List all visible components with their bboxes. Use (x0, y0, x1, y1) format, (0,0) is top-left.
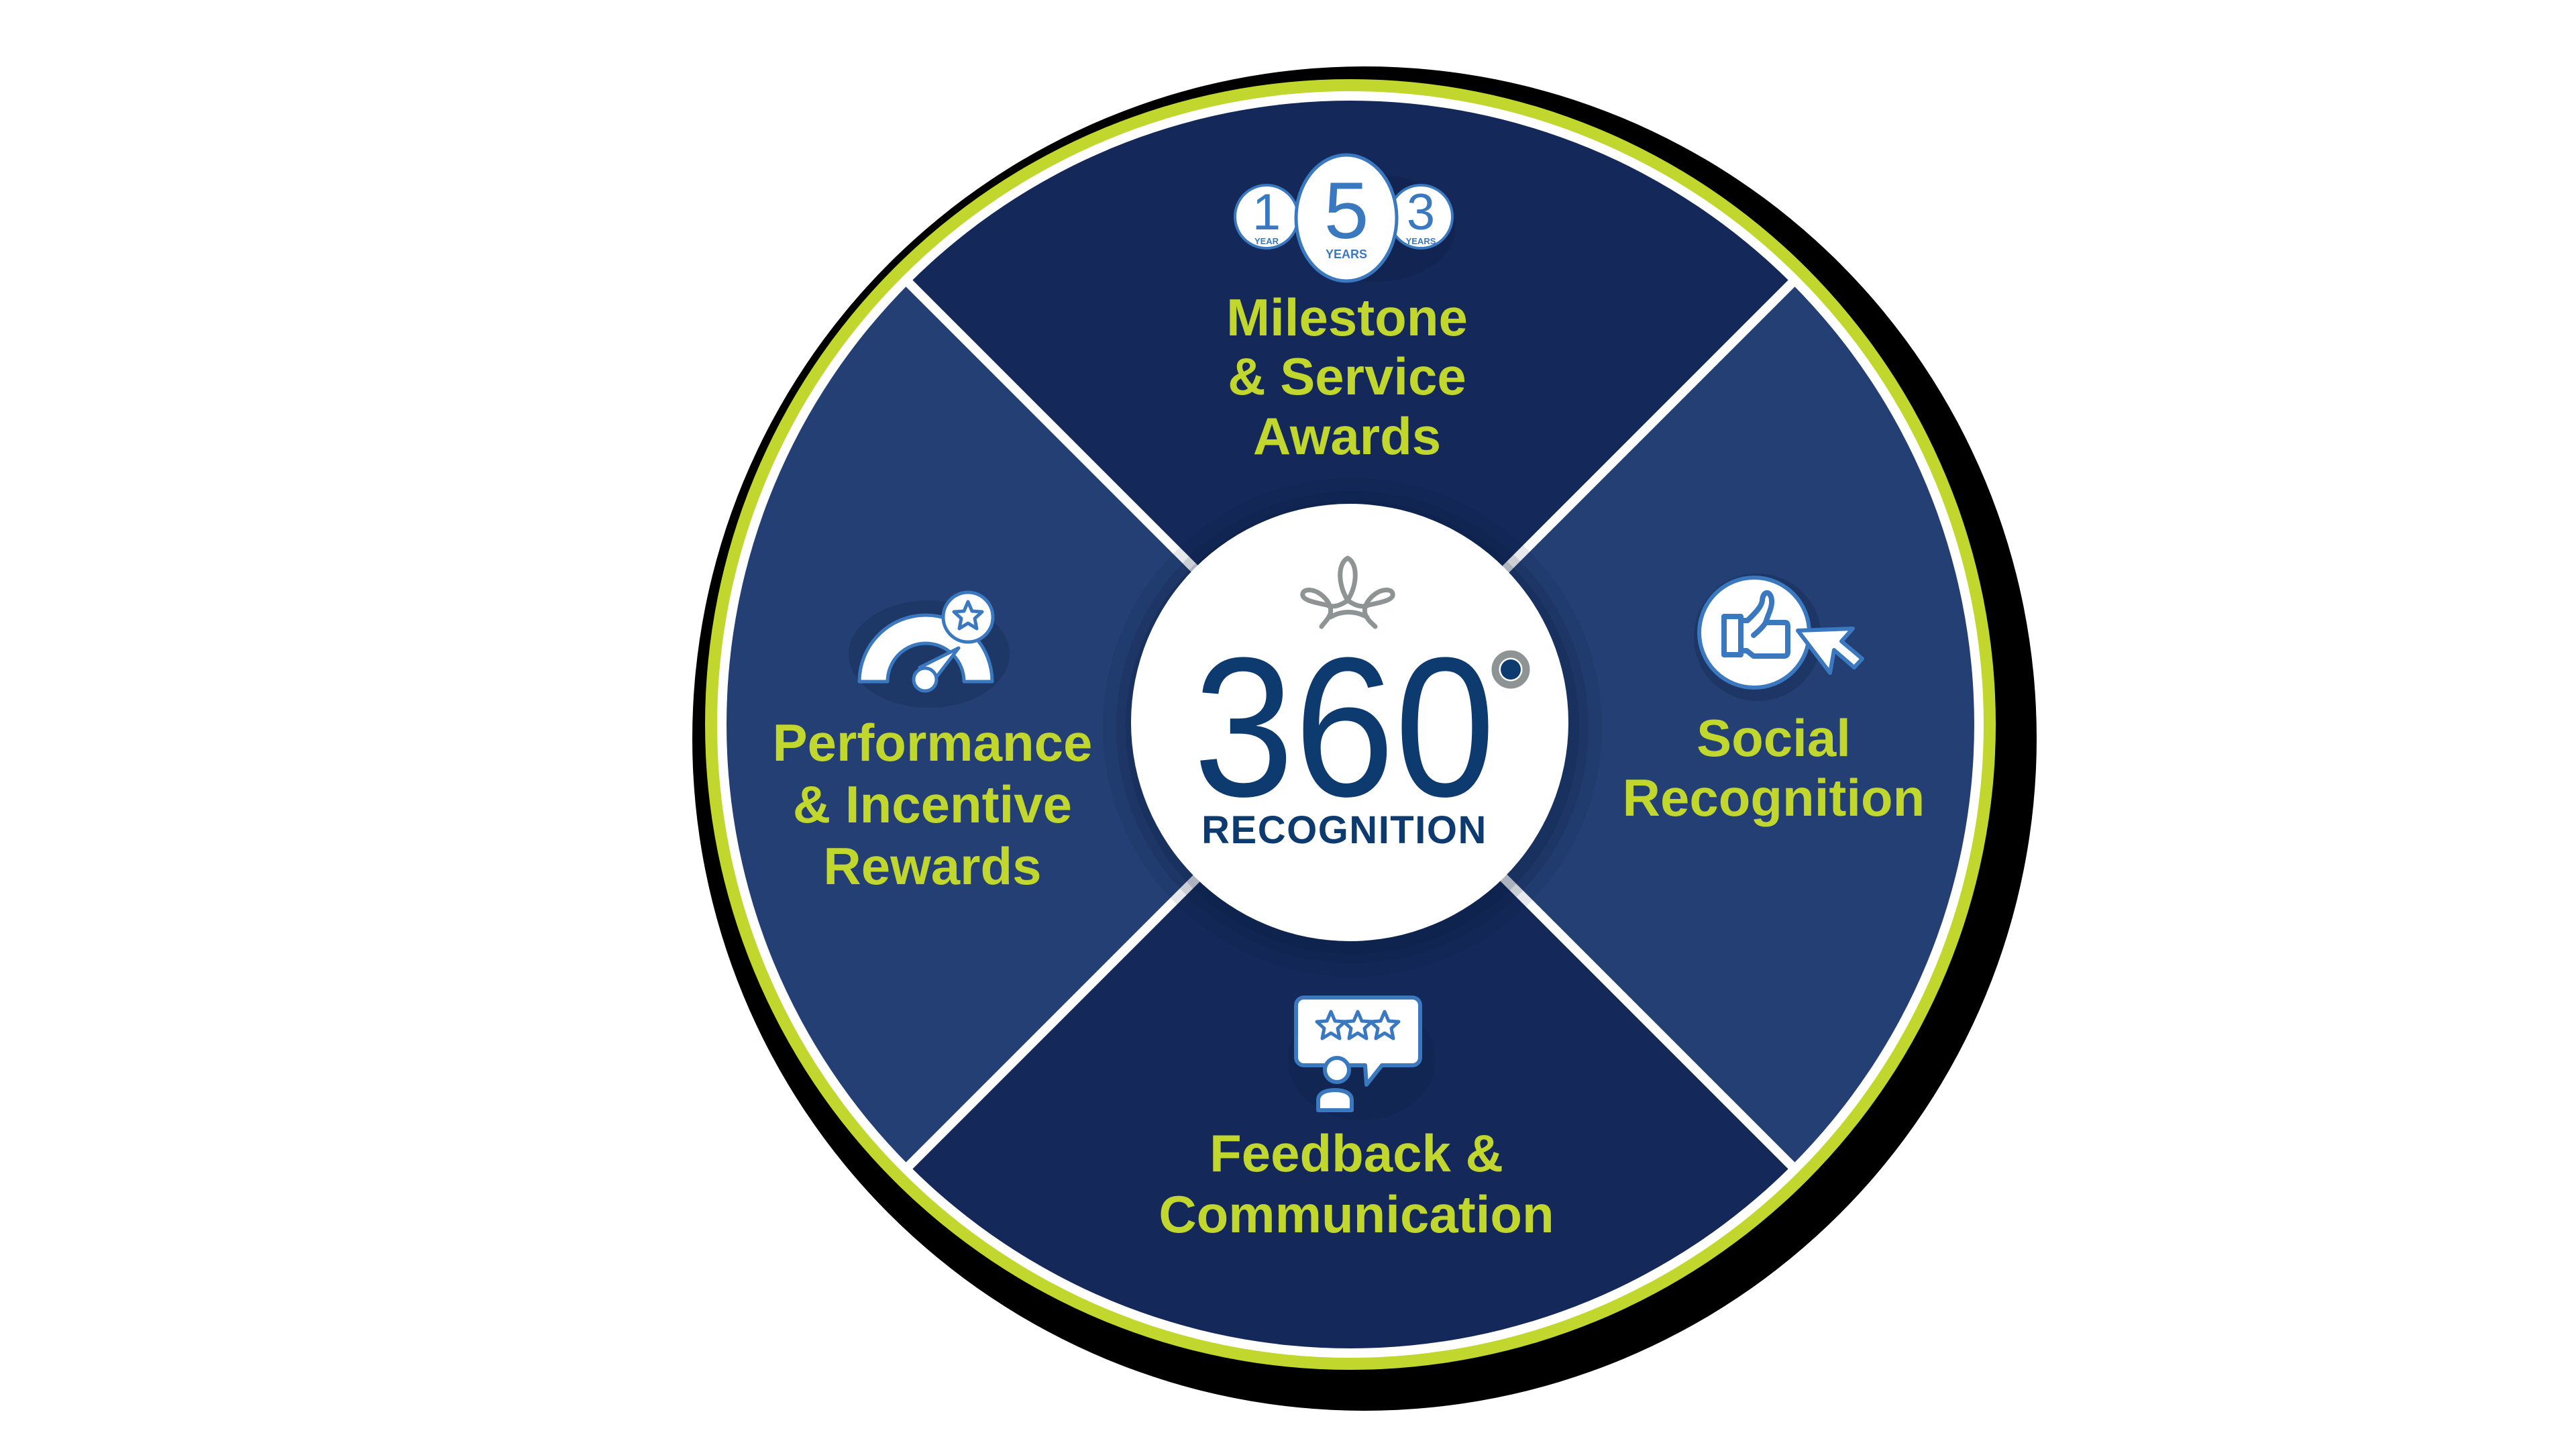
segment-label-left: Performance & Incentive Rewards (773, 713, 1093, 896)
label-line: & Incentive (793, 775, 1072, 834)
badge-unit: YEAR (1254, 236, 1279, 246)
segment-label-top: Milestone & Service Awards (1226, 288, 1468, 466)
badge-5-years (1294, 153, 1399, 283)
performance-gauge-icon (849, 590, 1010, 708)
crown-icon (1300, 555, 1395, 629)
hub-circle (1131, 504, 1568, 941)
label-line: Recognition (1623, 768, 1925, 827)
milestone-badges-icon: 1 YEAR 3 YEARS 5 YEARS (1234, 153, 1456, 283)
segment-label-right: Social Recognition (1623, 708, 1925, 827)
segment-right (1350, 283, 1974, 1166)
badge-number: 1 (1252, 184, 1281, 241)
label-line: Social (1697, 708, 1851, 767)
badge-unit: YEARS (1406, 236, 1436, 246)
segment-label-bottom: Feedback & Communication (1159, 1124, 1554, 1244)
feedback-rating-icon (1288, 996, 1436, 1120)
rating-stars-icon (1315, 1010, 1401, 1040)
segment-top (909, 101, 1792, 724)
star-badge-icon (941, 590, 995, 644)
star-icon (952, 600, 984, 631)
label-line: Awards (1253, 407, 1441, 466)
badge-number: 3 (1407, 184, 1435, 241)
label-line: Milestone (1226, 288, 1468, 347)
label-line: Feedback & (1210, 1124, 1503, 1183)
degree-symbol-icon (1491, 650, 1530, 689)
segment-left (727, 283, 1350, 1166)
hub-word: RECOGNITION (1201, 808, 1487, 852)
badge-number: 5 (1324, 166, 1369, 256)
hub-number: 360 (1193, 616, 1495, 838)
label-line: Performance (773, 713, 1093, 772)
person-icon (1316, 1056, 1354, 1112)
label-line: Rewards (823, 837, 1041, 896)
cursor-icon (1796, 627, 1864, 675)
thumbs-up-cursor-icon (1694, 574, 1864, 701)
thumbs-up-icon (1721, 590, 1790, 659)
label-line: & Service (1228, 347, 1466, 406)
hub: 360 RECOGNITION (1131, 504, 1568, 941)
badge-unit: YEARS (1326, 248, 1367, 261)
label-line: Communication (1159, 1185, 1554, 1244)
